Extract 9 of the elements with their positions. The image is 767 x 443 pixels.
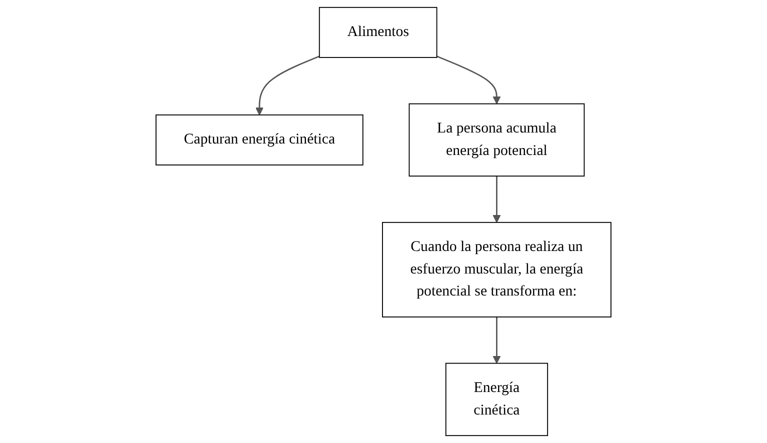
- node-box: Alimentos: [318, 6, 438, 58]
- arrow: [436, 56, 501, 104]
- arrow: [492, 176, 501, 223]
- node-box: La persona acumula energía potencial: [408, 103, 585, 177]
- arrow: [255, 56, 320, 116]
- arrow: [492, 316, 501, 364]
- node-box: Energía cinética: [445, 362, 548, 436]
- node-box: Cuando la persona realiza un esfuerzo muscular, la energía potencial se transforma en:: [382, 222, 612, 318]
- node-box: Capturan energía cinética: [156, 114, 364, 166]
